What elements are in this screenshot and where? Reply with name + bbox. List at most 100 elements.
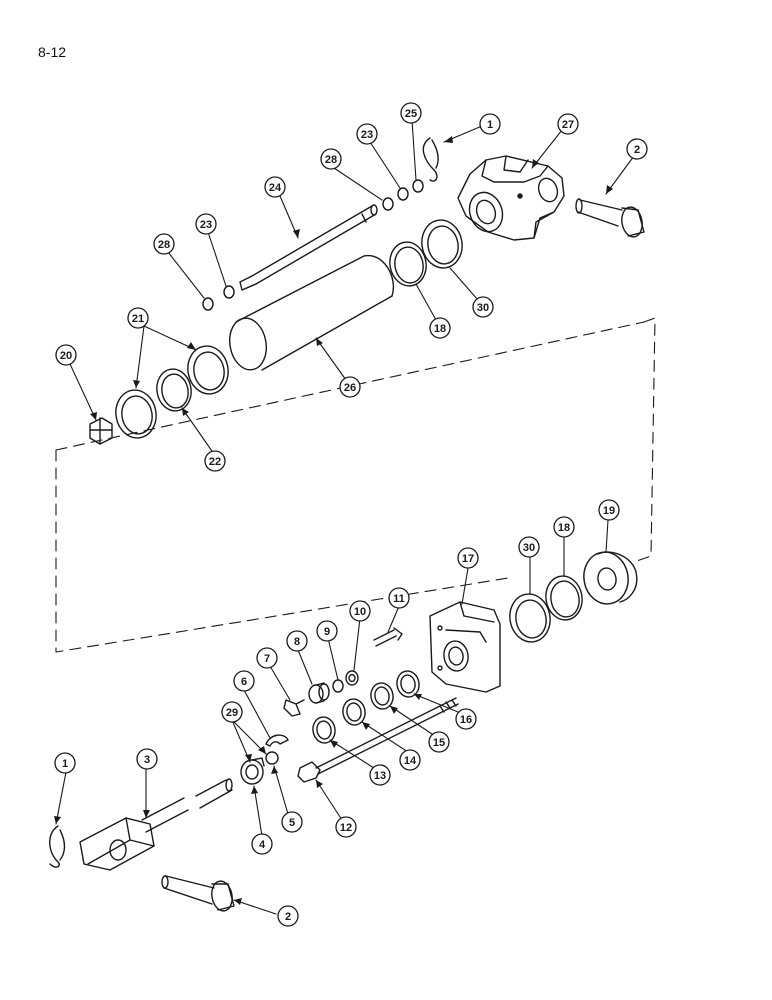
callout-18-upper: 18 (429, 317, 451, 339)
part-18-ring-upper (389, 241, 427, 287)
callout-20: 20 (55, 344, 77, 366)
svg-text:28: 28 (158, 239, 170, 251)
part-30-ring-upper (421, 219, 463, 269)
part-28-ring-upper (382, 197, 394, 211)
leader-lines (55, 119, 635, 915)
svg-text:12: 12 (340, 822, 352, 834)
callout-22: 22 (204, 450, 226, 472)
svg-text:22: 22 (209, 456, 221, 468)
callout-1-upper: 1 (479, 113, 501, 135)
callouts: 1 25 23 27 2 28 24 23 28 21 18 30 20 26 … (54, 102, 648, 927)
part-22-ring (156, 368, 192, 412)
callout-1-lower: 1 (54, 752, 76, 774)
callout-13: 13 (369, 764, 391, 786)
svg-text:6: 6 (241, 676, 247, 688)
svg-text:26: 26 (344, 382, 356, 394)
part-24-piston-rod (239, 204, 378, 291)
svg-text:20: 20 (60, 350, 72, 362)
svg-text:8: 8 (294, 636, 300, 648)
part-21-ring-b (115, 389, 157, 439)
part-2-pin-lower (161, 875, 235, 912)
part-3-clevis (79, 778, 233, 871)
svg-text:11: 11 (393, 593, 405, 605)
svg-text:2: 2 (285, 911, 291, 923)
part-20-nut (89, 417, 113, 445)
callout-2-lower: 2 (277, 905, 299, 927)
part-17-end-cap (429, 601, 501, 693)
part-23-ring-upper (397, 187, 409, 201)
svg-text:14: 14 (404, 755, 417, 767)
svg-text:4: 4 (259, 839, 266, 851)
svg-text:21: 21 (132, 313, 144, 325)
svg-text:24: 24 (269, 182, 282, 194)
part-2-pin-upper (575, 198, 645, 238)
svg-text:13: 13 (374, 770, 386, 782)
callout-19: 19 (598, 499, 620, 521)
callout-18-lower: 18 (553, 516, 575, 538)
callout-29: 29 (221, 701, 243, 723)
callout-4: 4 (251, 833, 273, 855)
callout-21: 21 (127, 307, 149, 329)
callout-28-upper: 28 (320, 148, 342, 170)
svg-text:17: 17 (462, 553, 474, 565)
svg-text:29: 29 (226, 707, 238, 719)
part-1-clip-upper (422, 137, 439, 182)
svg-text:28: 28 (325, 154, 337, 166)
callout-9: 9 (316, 620, 338, 642)
callout-6: 6 (233, 670, 255, 692)
callout-11: 11 (388, 587, 410, 609)
callout-30-upper: 30 (472, 296, 494, 318)
part-1-clip-lower (49, 825, 66, 868)
part-4-clamp (240, 757, 265, 785)
svg-text:1: 1 (62, 758, 68, 770)
part-25-ring-upper (412, 179, 424, 193)
callout-8: 8 (286, 630, 308, 652)
svg-text:30: 30 (477, 302, 489, 314)
callout-27: 27 (557, 113, 579, 135)
callout-15: 15 (428, 731, 450, 753)
part-27-head-casting (457, 155, 565, 241)
part-15-seal (370, 682, 394, 710)
callout-24: 24 (264, 176, 286, 198)
callout-5: 5 (281, 811, 303, 833)
callout-14: 14 (399, 749, 421, 771)
callout-17: 17 (457, 547, 479, 569)
part-6-retainer (265, 734, 289, 747)
part-14-seal (342, 698, 366, 726)
callout-26: 26 (339, 376, 361, 398)
part-18-ring-lower (545, 575, 583, 621)
svg-text:2: 2 (634, 144, 640, 156)
part-21-ring-a (187, 345, 229, 395)
part-9-ring (332, 679, 344, 693)
callout-16: 16 (455, 708, 477, 730)
callout-23-lower: 23 (195, 213, 217, 235)
part-16-seal (396, 670, 420, 698)
svg-text:9: 9 (324, 626, 330, 638)
svg-text:3: 3 (144, 754, 150, 766)
callout-30-lower: 30 (518, 536, 540, 558)
svg-text:23: 23 (200, 219, 212, 231)
svg-text:10: 10 (354, 606, 366, 618)
callout-28-lower: 28 (153, 233, 175, 255)
callout-23-upper: 23 (356, 123, 378, 145)
svg-text:15: 15 (433, 737, 445, 749)
part-5-ring (265, 751, 279, 765)
svg-text:19: 19 (603, 505, 615, 517)
part-10-ring (345, 670, 359, 686)
part-7-key (283, 699, 305, 717)
svg-text:25: 25 (405, 108, 417, 120)
part-26-cylinder-barrel (229, 255, 394, 371)
svg-text:18: 18 (434, 323, 446, 335)
svg-text:7: 7 (264, 653, 270, 665)
callout-3: 3 (136, 748, 158, 770)
arrowheads (54, 136, 613, 905)
part-13-seal (312, 716, 336, 744)
callout-2-upper: 2 (626, 138, 648, 160)
page-number: 8-12 (38, 44, 67, 60)
part-11-bolt (373, 627, 403, 647)
callout-7: 7 (256, 647, 278, 669)
svg-text:27: 27 (562, 119, 574, 131)
part-19-piston (583, 551, 638, 605)
callout-10: 10 (349, 600, 371, 622)
